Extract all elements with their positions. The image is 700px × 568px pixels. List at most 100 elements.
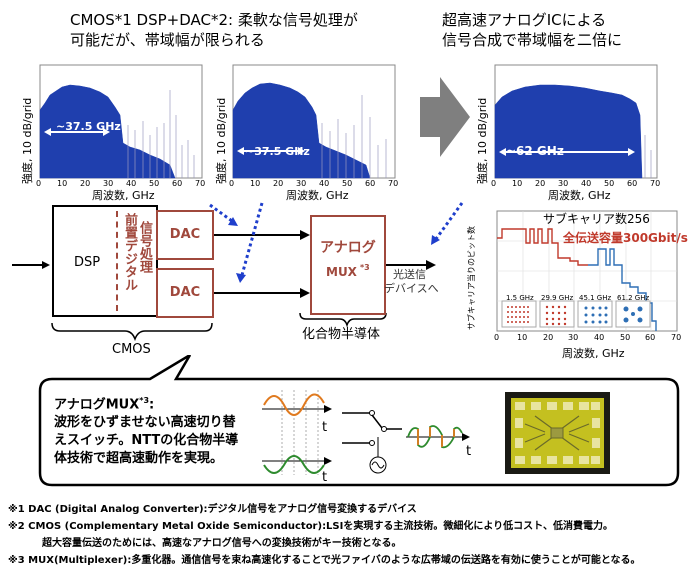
tick: 60 — [627, 179, 638, 188]
tick: 70 — [195, 179, 206, 188]
bubble-line2: えスイッチ。NTTの化合物半導 — [54, 433, 239, 449]
bubble-title: アナログMUX — [54, 397, 140, 413]
spectrum-left-plot — [39, 64, 203, 179]
waveform-t-top: t — [322, 420, 328, 435]
tick: 50 — [604, 179, 615, 188]
tick: 50 — [149, 179, 160, 188]
tick: 40 — [126, 179, 137, 188]
spectrum-left-ticks: 0 10 20 30 40 50 60 70 — [36, 179, 211, 189]
bw-right-label: ~62 GHz — [506, 144, 564, 158]
mux-title: アナログ — [320, 240, 376, 256]
bw-mid-label: ~37.5 GHz — [245, 145, 310, 158]
spectrum-mid-ticks: 0 10 20 30 40 50 60 70 — [229, 179, 404, 189]
output-line2: デバイスへ — [384, 282, 439, 295]
tick: 30 — [558, 179, 569, 188]
tick: 0 — [36, 179, 42, 188]
mux-note: *3 — [360, 263, 370, 272]
tick: 10 — [57, 179, 68, 188]
tick: 10 — [250, 179, 261, 188]
constellation-insets — [501, 300, 651, 328]
spectrum-left-xlabel: 周波数, GHz — [92, 189, 155, 202]
spectra-svg — [39, 64, 658, 179]
header-left-line2: 可能だが、帯域幅が限られる — [70, 31, 265, 49]
header-right-line1: 超高速アナログICによる — [442, 11, 607, 29]
tick: 70 — [388, 179, 399, 188]
tick: 70 — [671, 333, 682, 342]
waveform-t-bottom: t — [322, 470, 328, 485]
footnote-3: ※3 MUX(Multiplexer):多重化器。通信信号を束ね高速化することで… — [8, 555, 641, 566]
tick: 40 — [319, 179, 330, 188]
output-line1: 光送信 — [393, 268, 426, 281]
mode-label-2: 29.9 GHz — [541, 294, 574, 302]
tick: 30 — [296, 179, 307, 188]
dac-bottom-label: DAC — [169, 285, 201, 300]
bubble-line1: 波形をひずませない高速切り替 — [54, 415, 236, 431]
tick: 40 — [594, 333, 605, 342]
mode-label-1: 1.5 GHz — [506, 294, 534, 302]
predigital-line2: 信号処理 — [137, 221, 152, 273]
compound-semiconductor-label: 化合物半導体 — [302, 327, 381, 342]
dsp-box: DSP 前置デジタル 信号処理 — [52, 205, 158, 317]
tick: 70 — [650, 179, 661, 188]
tick: 10 — [517, 333, 528, 342]
spectrum-mid-ylabel: 強度, 10 dB/grid — [215, 97, 228, 184]
subcarrier-count-title: サブキャリア数256 — [543, 212, 650, 226]
tick: 0 — [229, 179, 235, 188]
subcarrier-ticks: 0 10 20 30 40 50 60 70 — [494, 333, 694, 343]
tick: 0 — [494, 333, 500, 342]
spectrum-right-plot — [494, 64, 658, 179]
tick: 60 — [645, 333, 656, 342]
footnote-2-cont: 超大容量伝送のためには、高速なアナログ信号への変換技術がキー技術となる。 — [42, 538, 402, 549]
header-left-line1: CMOS*1 DSP+DAC*2: 柔軟な信号処理が — [70, 11, 358, 29]
bubble-text: アナログMUX*3: 波形をひずませない高速切り替 えスイッチ。NTTの化合物半… — [54, 392, 238, 468]
predigital-section: 前置デジタル 信号処理 — [116, 211, 154, 311]
mode-label-3: 45.1 GHz — [579, 294, 612, 302]
bubble-line3: 体技術で超高速動作を実現。 — [54, 451, 224, 467]
tick: 20 — [80, 179, 91, 188]
tick: 10 — [512, 179, 523, 188]
tick: 20 — [273, 179, 284, 188]
tick: 60 — [365, 179, 376, 188]
bw-left-label: ~37.5 GHz — [56, 120, 121, 133]
dac-top-label: DAC — [169, 227, 201, 242]
big-arrow-icon — [420, 77, 470, 157]
footnote-2: ※2 CMOS (Complementary Metal Oxide Semic… — [8, 521, 613, 532]
spectrum-mid-xlabel: 周波数, GHz — [286, 189, 349, 202]
spectrum-right-ticks: 0 10 20 30 40 50 60 70 — [491, 179, 666, 189]
tick: 30 — [103, 179, 114, 188]
spectrum-right-xlabel: 周波数, GHz — [548, 189, 611, 202]
capacity-label: 全伝送容量300Gbit/s — [563, 231, 688, 245]
tick: 30 — [568, 333, 579, 342]
predigital-line1: 前置デジタル — [122, 213, 137, 291]
chip-photo-icon — [505, 392, 610, 474]
spectrum-right-ylabel: 強度, 10 dB/grid — [476, 97, 489, 184]
mux-sub: MUX — [326, 265, 357, 279]
tick: 50 — [620, 333, 631, 342]
bubble-title-row: アナログMUX*3: — [54, 392, 238, 414]
tick: 0 — [491, 179, 497, 188]
tick: 20 — [543, 333, 554, 342]
tick: 50 — [342, 179, 353, 188]
subcarrier-ylabel: サブキャリア当りのビット数 — [467, 226, 476, 330]
mux-waveform-svg — [262, 390, 470, 475]
tick: 60 — [172, 179, 183, 188]
dsp-label: DSP — [74, 255, 101, 270]
subcarrier-red-series — [497, 228, 588, 266]
dac-top-box: DAC — [156, 210, 214, 260]
mode-label-4: 61.2 GHz — [617, 294, 650, 302]
spectrum-mid-plot — [232, 64, 396, 179]
dac-bottom-box: DAC — [156, 268, 214, 318]
subcarrier-xlabel: 周波数, GHz — [562, 347, 625, 360]
subcarrier-chart-svg — [496, 210, 678, 332]
cmos-label: CMOS — [112, 342, 151, 357]
spectrum-left-ylabel: 強度, 10 dB/grid — [21, 97, 34, 184]
waveform-t-output: t — [466, 444, 472, 459]
tick: 20 — [535, 179, 546, 188]
block-diagram-svg — [12, 202, 464, 342]
header-right-line2: 信号合成で帯域幅を二倍に — [442, 31, 623, 49]
bubble-title-note: *3 — [139, 396, 150, 405]
analog-mux-box: アナログ MUX *3 — [310, 215, 386, 315]
bubble-title-colon: : — [149, 397, 155, 413]
footnote-1: ※1 DAC (Digital Analog Converter):デジタル信号… — [8, 504, 417, 515]
tick: 40 — [581, 179, 592, 188]
